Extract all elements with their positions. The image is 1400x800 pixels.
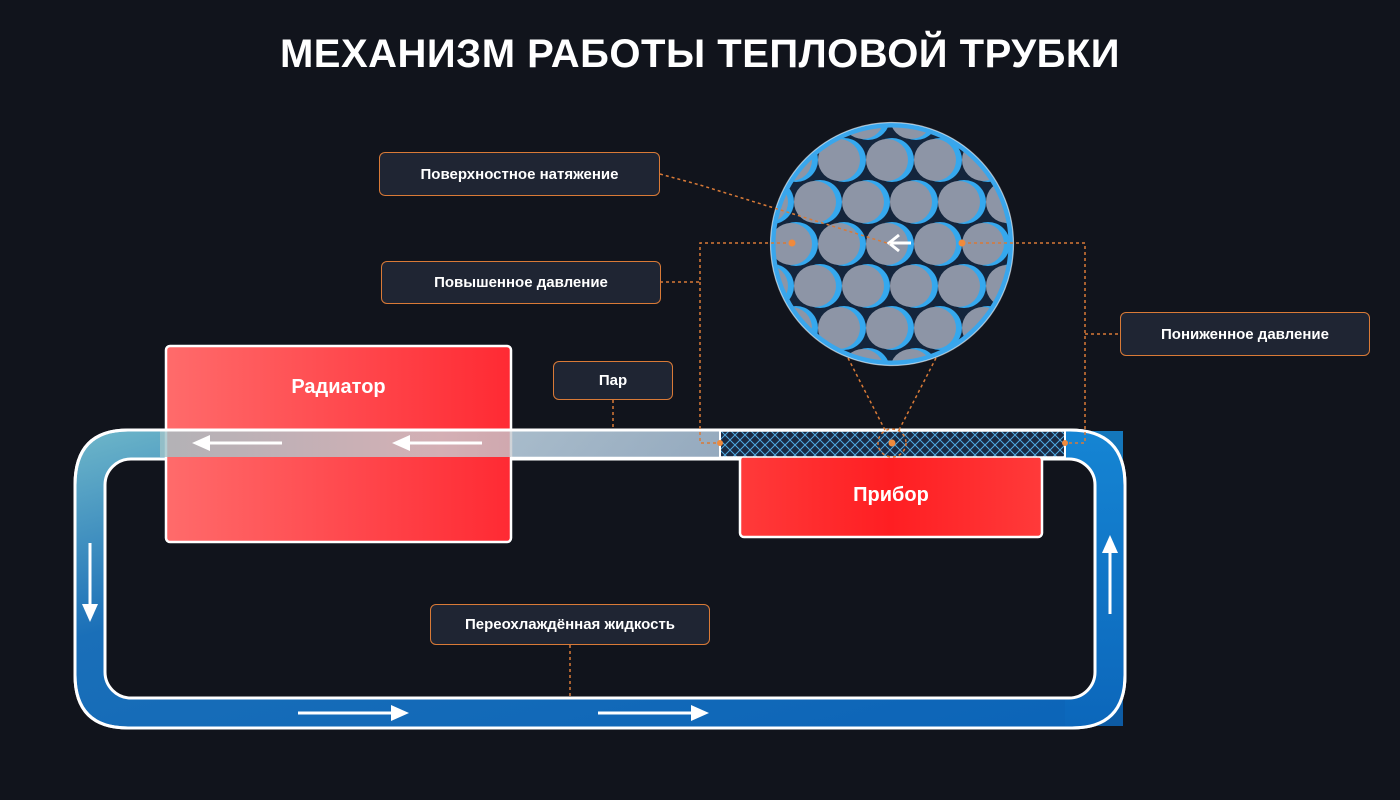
wick-cell (962, 306, 1010, 350)
device-label: Прибор (853, 484, 929, 506)
wick-cell (774, 222, 818, 266)
wick-cell (866, 390, 914, 434)
wick-cell (962, 222, 1010, 266)
wick-cell (938, 348, 986, 362)
wick-cell (794, 348, 842, 362)
wick-cell (914, 390, 962, 434)
leader-lines (569, 173, 1120, 698)
wick-cell (962, 138, 1010, 182)
wick-cell (986, 348, 1010, 362)
wick-cell (1058, 138, 1106, 182)
wick-cell (914, 138, 962, 182)
wick-cell (818, 306, 866, 350)
wick-cell (938, 126, 986, 140)
vapor-label: Пар (553, 361, 673, 400)
wick-cell (1034, 180, 1082, 224)
wick-cell (1082, 264, 1130, 308)
wick-cell (1058, 222, 1106, 266)
wick-cell (698, 348, 746, 392)
wick-cell (698, 96, 746, 140)
wick-cell (674, 390, 722, 434)
wick-cell (722, 390, 770, 434)
surface-tension-label: Поверхностное натяжение (379, 152, 660, 196)
wick-cell (842, 264, 890, 308)
arrow-left-icon (886, 233, 911, 253)
wick-cell (698, 180, 746, 224)
wick-cell (1082, 96, 1130, 140)
wick-cell (866, 306, 914, 350)
wick-cell (674, 138, 722, 182)
wick-cell (698, 264, 746, 308)
wick-cell (1010, 138, 1058, 182)
wick-cell (986, 126, 1010, 140)
wick-cell (722, 138, 770, 182)
leader-dots (717, 239, 1068, 446)
wick-cell (1010, 390, 1058, 434)
wick-cell (842, 180, 890, 224)
wick-cell (938, 180, 986, 224)
arrow-up-icon (1102, 535, 1118, 614)
wick-cell (938, 264, 986, 308)
wick-magnifier (674, 96, 1130, 458)
subcooled-liquid-label: Переохлаждённая жидкость (430, 604, 710, 645)
liquid-return-loop-outline (73, 428, 1127, 730)
wick-cell (722, 306, 770, 350)
arrow-left-icon (392, 435, 482, 451)
arrow-right-icon (298, 705, 409, 721)
wick-cell (674, 222, 722, 266)
wick-cell (722, 222, 770, 266)
high-pressure-label: Повышенное давление (381, 261, 661, 304)
wick-cell (1010, 222, 1058, 266)
arrow-right-icon (598, 705, 709, 721)
wick-cell (774, 126, 794, 140)
radiator-label: Радиатор (291, 376, 386, 398)
page-title: МЕХАНИЗМ РАБОТЫ ТЕПЛОВОЙ ТРУБКИ (279, 32, 1121, 76)
wick-cell (818, 390, 866, 434)
wick-cell (794, 126, 842, 140)
magnifier-lens-rim (770, 122, 1014, 366)
magnifier-focus-ring (877, 428, 907, 458)
low-pressure-label: Пониженное давление (1120, 312, 1370, 356)
wick-cell (1034, 348, 1082, 392)
wick-cell (1010, 306, 1058, 350)
wick-cell (1058, 390, 1106, 434)
wick-cell (914, 222, 962, 266)
arrow-left-icon (192, 435, 282, 451)
wick-cell (866, 138, 914, 182)
wick-cell (1082, 180, 1130, 224)
wick-cell (770, 390, 818, 434)
wick-cell (1034, 96, 1082, 140)
arrow-down-icon (82, 543, 98, 622)
wick-cell (1058, 306, 1106, 350)
wick-cell (794, 264, 842, 308)
wick-cell (818, 222, 866, 266)
wick-cell (914, 306, 962, 350)
wick-cell (962, 390, 1010, 434)
wick-cell (674, 306, 722, 350)
wick-cell (1034, 264, 1082, 308)
wick-cell (774, 348, 794, 362)
wick-cell (890, 264, 938, 308)
wick-cell (818, 138, 866, 182)
wick-cell (794, 180, 842, 224)
wick-cell (890, 180, 938, 224)
